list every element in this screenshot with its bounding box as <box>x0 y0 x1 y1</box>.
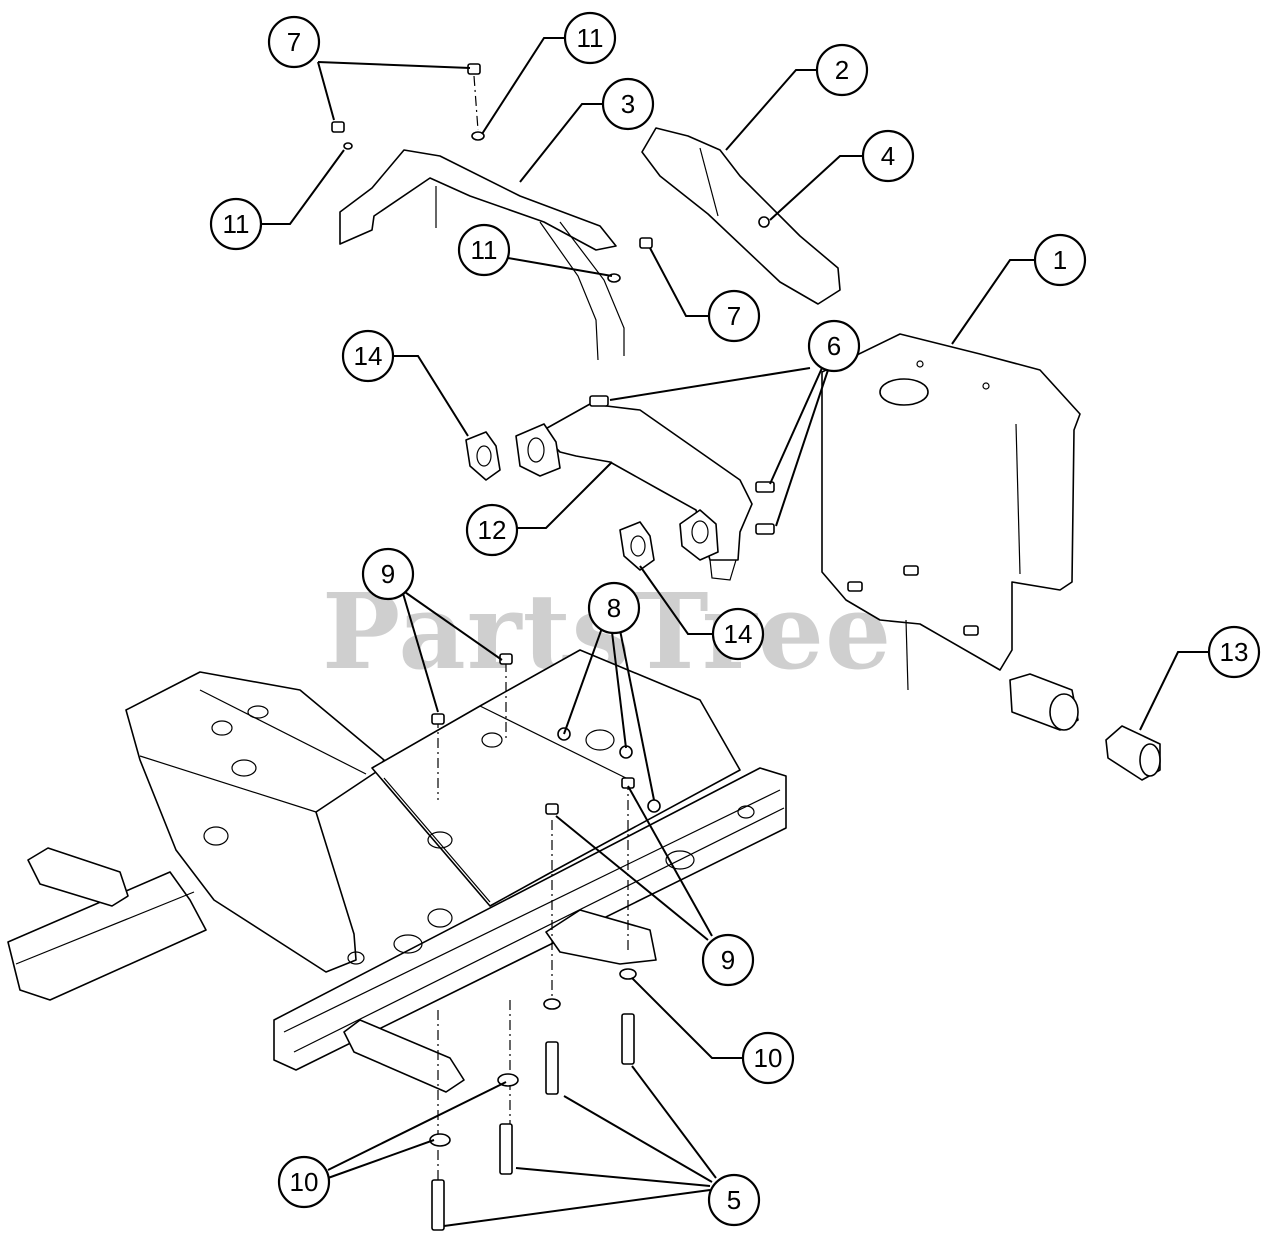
callout-6-label: 6 <box>827 331 841 361</box>
callout-7-top-label: 7 <box>287 27 301 57</box>
callout-11-left-label: 11 <box>223 209 250 239</box>
callout-5[interactable]: 5 <box>707 1173 761 1227</box>
callout-9-lower[interactable]: 9 <box>701 933 755 987</box>
part-tail-pipe <box>1105 725 1161 781</box>
callout-14-lower-label: 14 <box>724 619 753 649</box>
callout-5-label: 5 <box>727 1185 741 1215</box>
callout-13[interactable]: 13 <box>1207 625 1261 679</box>
callout-10-right-label: 10 <box>754 1043 783 1073</box>
part-upper-bracket <box>339 149 625 361</box>
callout-4[interactable]: 4 <box>861 129 915 183</box>
callout-12[interactable]: 12 <box>465 503 519 557</box>
callout-6[interactable]: 6 <box>807 319 861 373</box>
callout-7-mid[interactable]: 7 <box>707 289 761 343</box>
callout-9-upper-label: 9 <box>381 559 395 589</box>
callout-3-label: 3 <box>621 89 635 119</box>
callout-2[interactable]: 2 <box>815 43 869 97</box>
callout-10-left[interactable]: 10 <box>277 1155 331 1209</box>
part-manifold-bolts <box>589 395 979 636</box>
part-gaskets <box>465 431 655 571</box>
callout-8[interactable]: 8 <box>587 581 641 635</box>
part-muffler-housing <box>821 333 1081 731</box>
callout-2-label: 2 <box>835 55 849 85</box>
part-exhaust-manifold <box>515 403 753 581</box>
part-frame-bolts <box>429 653 661 1231</box>
callout-9-lower-label: 9 <box>721 945 735 975</box>
callout-11-mid[interactable]: 11 <box>457 223 511 277</box>
callout-14-upper-label: 14 <box>354 341 383 371</box>
part-top-cover <box>641 127 841 305</box>
callout-8-label: 8 <box>607 593 621 623</box>
callout-11-mid-label: 11 <box>471 235 498 265</box>
callout-13-label: 13 <box>1220 637 1249 667</box>
callout-9-upper[interactable]: 9 <box>361 547 415 601</box>
callouts: 1 2 3 4 5 6 7 7 8 9 9 10 10 11 11 11 12 … <box>209 11 1261 1227</box>
leader-lines <box>262 37 1208 1227</box>
part-chassis-frame <box>7 649 787 1093</box>
callout-14-lower[interactable]: 14 <box>711 607 765 661</box>
callout-10-left-label: 10 <box>290 1167 319 1197</box>
callout-7-top[interactable]: 7 <box>267 15 321 69</box>
callout-14-upper[interactable]: 14 <box>341 329 395 383</box>
callout-1-label: 1 <box>1053 245 1067 275</box>
callout-11-left[interactable]: 11 <box>209 197 263 251</box>
callout-10-right[interactable]: 10 <box>741 1031 795 1085</box>
callout-11-top-label: 11 <box>577 23 604 53</box>
callout-11-top[interactable]: 11 <box>563 11 617 65</box>
callout-7-mid-label: 7 <box>727 301 741 331</box>
callout-3[interactable]: 3 <box>601 77 655 131</box>
callout-1[interactable]: 1 <box>1033 233 1087 287</box>
callout-4-label: 4 <box>881 141 895 171</box>
callout-12-label: 12 <box>478 515 507 545</box>
parts-artwork <box>7 63 1161 1231</box>
part-small-hardware <box>331 63 770 283</box>
